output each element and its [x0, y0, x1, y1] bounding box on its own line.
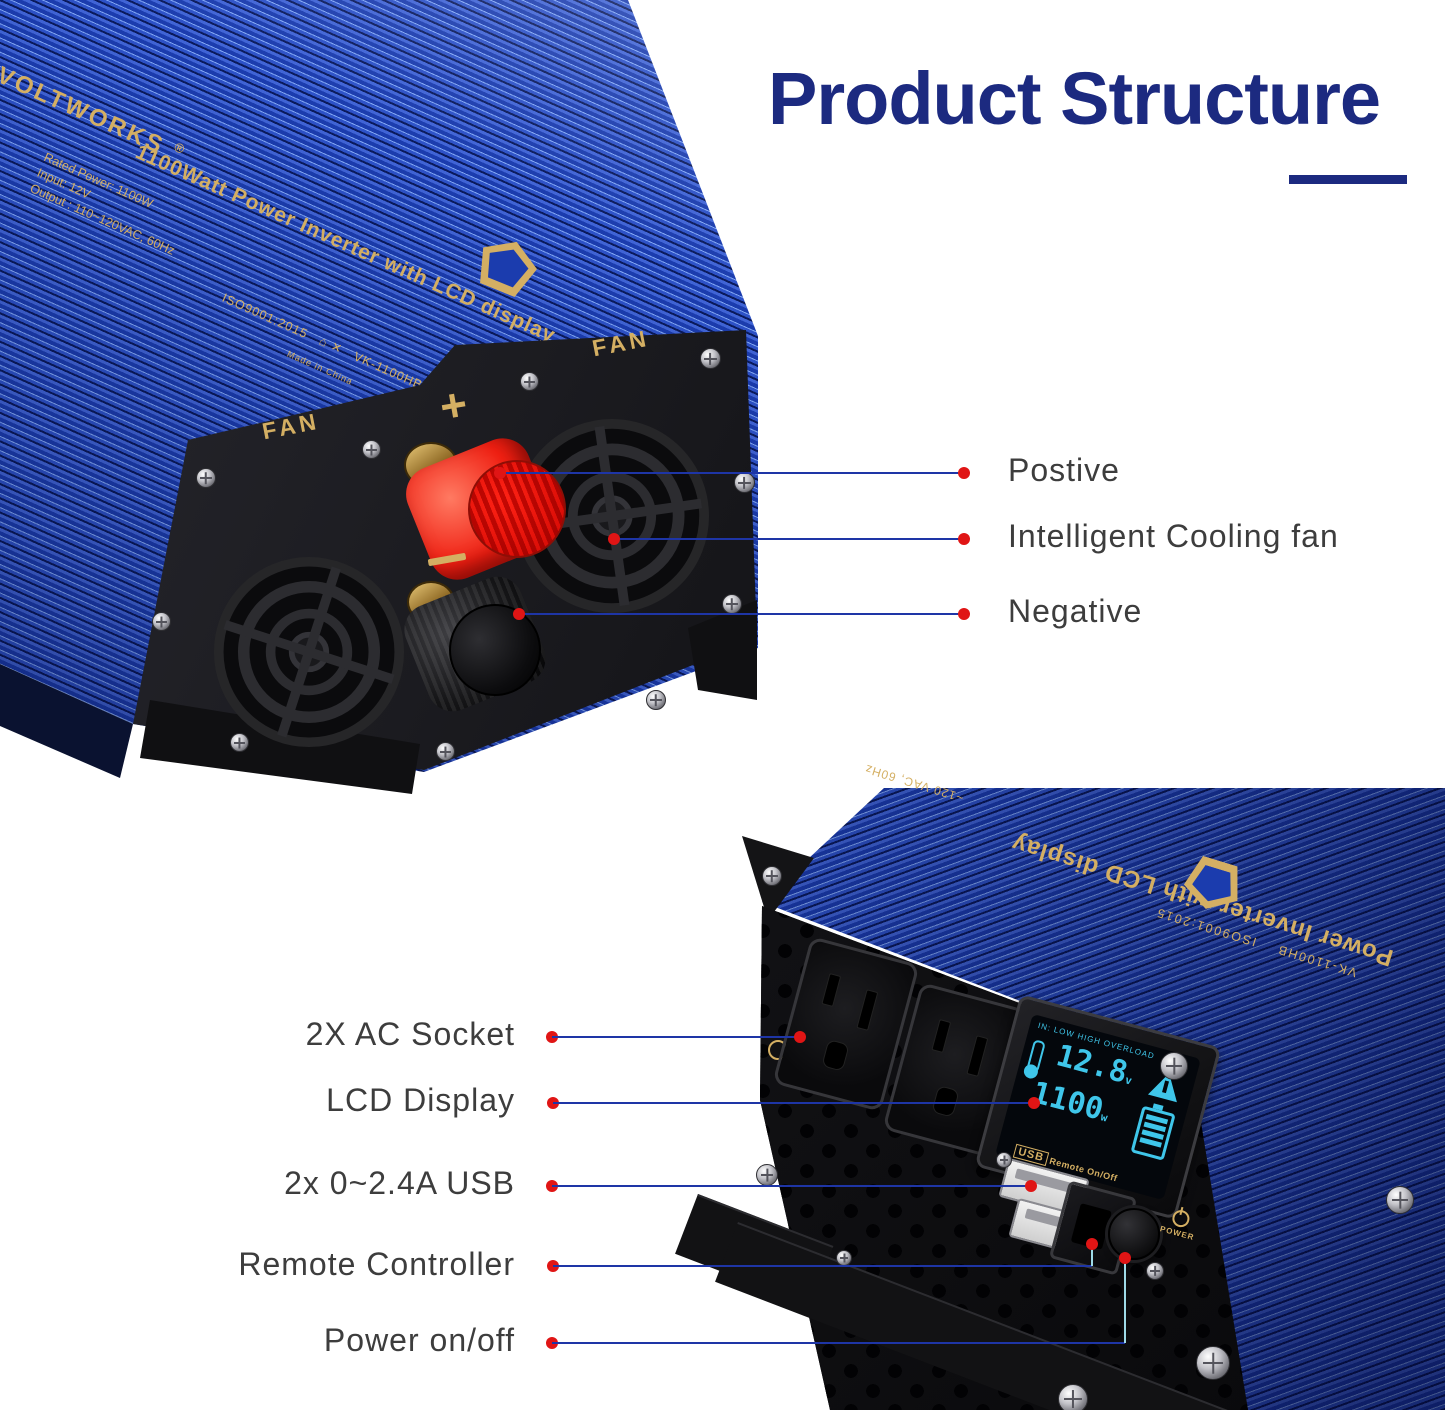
callout-label-ac-socket: 2X AC Socket — [305, 1016, 515, 1052]
ac-slot — [966, 1035, 989, 1077]
callout-line-ac-socket — [552, 1036, 800, 1038]
callout-line-negative — [519, 613, 968, 615]
thermometer-icon — [1026, 1039, 1046, 1074]
callout-label-negative: Negative — [1008, 593, 1143, 629]
usb-tongue — [1014, 1168, 1074, 1194]
battery-icon — [1130, 1105, 1176, 1161]
callout-line-remote — [553, 1265, 1092, 1267]
callout-dot — [958, 467, 970, 479]
callout-dot — [958, 608, 970, 620]
callout-dot — [1025, 1180, 1037, 1192]
screw-icon — [230, 733, 249, 752]
screw-icon — [756, 1164, 778, 1186]
page-title: Product Structure — [768, 57, 1381, 140]
screw-icon — [762, 866, 782, 886]
screw-icon — [1160, 1052, 1188, 1080]
callout-label-cooling-fan: Intelligent Cooling fan — [1008, 518, 1339, 554]
house-icon: ⌂ — [316, 333, 331, 351]
ac-slot — [856, 989, 879, 1031]
callout-label-lcd: LCD Display — [326, 1082, 515, 1118]
screw-icon — [1058, 1384, 1088, 1410]
screw-icon — [722, 594, 742, 614]
callout-label-positive: Postive — [1008, 452, 1120, 488]
callout-line-cooling-fan — [614, 538, 968, 540]
callout-line-lcd — [553, 1102, 1034, 1104]
voltage-unit: v — [1123, 1073, 1134, 1088]
callout-label-usb: 2x 0~2.4A USB — [284, 1165, 515, 1201]
screw-icon — [152, 612, 171, 631]
screw-icon — [520, 372, 539, 391]
screw-icon — [836, 1250, 852, 1266]
ac-ground-hole — [821, 1038, 850, 1072]
callout-dot — [958, 533, 970, 545]
ac-slot — [821, 973, 842, 1008]
callout-label-remote: Remote Controller — [238, 1246, 515, 1282]
iso-cert-text: ISO9001:2015 — [219, 290, 311, 342]
power-symbol-icon — [1170, 1208, 1192, 1230]
callout-line-power — [552, 1342, 1125, 1344]
callout-connector-power — [1124, 1257, 1126, 1343]
cert-row: ISO9001:2015 ⌂ ✕ VK-1100HB — [220, 290, 425, 392]
watt-unit: w — [1099, 1110, 1109, 1125]
screw-icon — [1386, 1186, 1414, 1214]
screw-icon — [996, 1152, 1012, 1168]
no-trash-icon: ✕ — [328, 339, 345, 357]
screw-icon — [436, 742, 455, 761]
callout-label-power: Power on/off — [323, 1322, 515, 1358]
screw-icon — [734, 472, 755, 493]
callout-connector-remote — [1091, 1243, 1093, 1266]
screw-icon — [646, 690, 666, 710]
title-underline — [1289, 175, 1407, 184]
callout-dot — [1119, 1252, 1131, 1264]
callout-dot — [608, 533, 620, 545]
screw-icon — [1196, 1346, 1230, 1380]
cooling-fan-grille-icon — [213, 556, 405, 748]
callout-line-usb — [552, 1185, 1031, 1187]
screw-icon — [700, 348, 721, 369]
ac-slot — [931, 1019, 952, 1054]
callout-dot — [1028, 1097, 1040, 1109]
callout-dot — [794, 1031, 806, 1043]
callout-dot — [513, 608, 525, 620]
callout-dot — [1086, 1238, 1098, 1250]
screw-icon — [362, 440, 381, 459]
callout-dot — [494, 467, 506, 479]
callout-line-positive — [500, 472, 968, 474]
power-button — [1108, 1208, 1160, 1260]
screw-icon — [1146, 1262, 1164, 1280]
screw-icon — [196, 468, 216, 488]
model-number-text: VK-1100HB — [351, 349, 425, 393]
